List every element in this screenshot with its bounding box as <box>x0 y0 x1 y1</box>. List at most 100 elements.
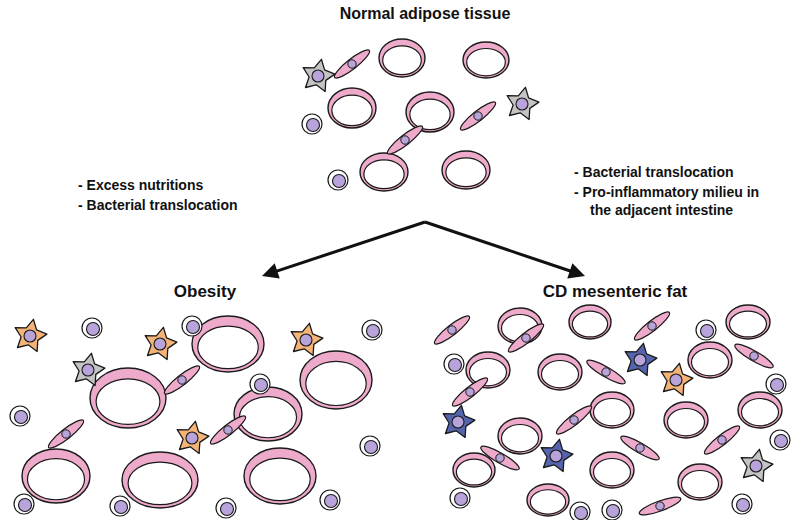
nucleus <box>737 499 750 512</box>
lipid-droplet <box>198 326 258 369</box>
fibroblast <box>385 123 426 158</box>
lipid-droplet <box>502 424 539 451</box>
nucleus <box>771 379 784 392</box>
fibroblast <box>732 341 775 372</box>
nucleus <box>300 334 312 346</box>
nucleus <box>62 430 70 438</box>
fibroblast <box>702 423 743 458</box>
nucleus <box>602 368 610 376</box>
nucleus <box>648 322 656 330</box>
nucleus <box>656 502 664 510</box>
arrowhead <box>262 263 280 278</box>
macrophage <box>741 449 773 481</box>
lipid-droplet <box>306 361 366 405</box>
macrophage <box>625 343 657 375</box>
adipocyte <box>538 354 582 390</box>
lymphocyte <box>696 320 716 340</box>
tissue-panel: CD mesenteric fat <box>430 276 800 516</box>
nucleus <box>325 495 338 508</box>
lipid-droplet <box>250 458 310 501</box>
nucleus <box>82 364 94 376</box>
nucleus <box>367 325 380 338</box>
adipocyte <box>590 392 634 428</box>
nucleus <box>636 444 644 452</box>
macrophage <box>443 405 475 437</box>
nucleus <box>550 450 562 462</box>
cause-note: - Excess nutritions <box>78 176 203 194</box>
lymphocyte <box>360 436 380 456</box>
fibroblast <box>618 433 661 464</box>
lymphocyte <box>110 496 130 516</box>
lymphocyte <box>444 354 464 374</box>
fibroblast <box>638 494 683 518</box>
adipocyte <box>590 452 634 488</box>
nucleus <box>522 334 530 342</box>
lipid-droplet <box>456 459 491 485</box>
nucleus <box>333 175 346 188</box>
lymphocyte <box>362 320 382 340</box>
nucleus <box>570 416 578 424</box>
fibroblast <box>432 313 473 348</box>
lipid-droplet <box>572 311 607 337</box>
fibroblast <box>458 99 499 134</box>
nucleus <box>455 493 468 506</box>
lymphocyte <box>570 502 590 520</box>
lipid-droplet <box>467 48 506 75</box>
lymphocyte <box>10 406 30 426</box>
macrophage <box>145 327 177 359</box>
lymphocyte <box>732 494 752 514</box>
lipid-droplet <box>27 459 84 500</box>
nucleus <box>224 426 232 434</box>
nucleus <box>718 436 726 444</box>
lipid-droplet <box>692 348 729 375</box>
fibroblast <box>208 413 249 448</box>
cause-note: - Bacterial translocation <box>574 163 734 181</box>
macrophage <box>507 87 539 119</box>
cause-note: - Bacterial translocation <box>78 196 238 214</box>
adipocyte <box>498 418 542 454</box>
nucleus <box>449 359 462 372</box>
lipid-droplet <box>594 458 631 485</box>
fibroblast <box>478 443 521 474</box>
adipocyte <box>300 351 372 409</box>
nucleus <box>701 325 714 338</box>
lymphocyte <box>182 316 202 336</box>
lymphocyte <box>320 490 340 510</box>
adipocyte <box>527 484 569 516</box>
fibroblast <box>46 417 87 452</box>
nucleus <box>575 507 588 520</box>
adipocyte <box>738 392 782 428</box>
lymphocyte <box>14 494 34 514</box>
lymphocyte <box>216 498 236 518</box>
macrophage <box>291 323 323 355</box>
lipid-droplet <box>730 311 767 337</box>
adipocyte <box>244 448 316 504</box>
adipocyte <box>726 305 770 339</box>
cause-note: - Pro-inflammatory milieu in the adjacen… <box>574 183 770 219</box>
adipocyte <box>379 39 425 77</box>
fibroblast <box>450 375 491 410</box>
nucleus <box>448 326 456 334</box>
adipocyte <box>688 342 732 378</box>
nucleus <box>670 374 682 386</box>
adipocyte <box>406 92 454 132</box>
adipocyte <box>192 316 264 372</box>
nucleus <box>19 499 32 512</box>
lipid-droplet <box>530 490 565 514</box>
lymphocyte <box>82 318 102 338</box>
nucleus <box>365 441 378 454</box>
lipid-droplet <box>364 160 404 189</box>
fibroblast <box>332 47 373 82</box>
macrophage <box>73 353 105 385</box>
nucleus <box>750 460 762 472</box>
adipocyte <box>234 387 302 441</box>
panel-heading: CD mesenteric fat <box>430 276 800 302</box>
fibroblast <box>162 363 203 398</box>
lipid-droplet <box>410 99 450 129</box>
fibroblast <box>554 403 595 438</box>
nucleus <box>474 112 482 120</box>
macrophage <box>661 363 693 395</box>
adipocyte <box>90 368 166 428</box>
